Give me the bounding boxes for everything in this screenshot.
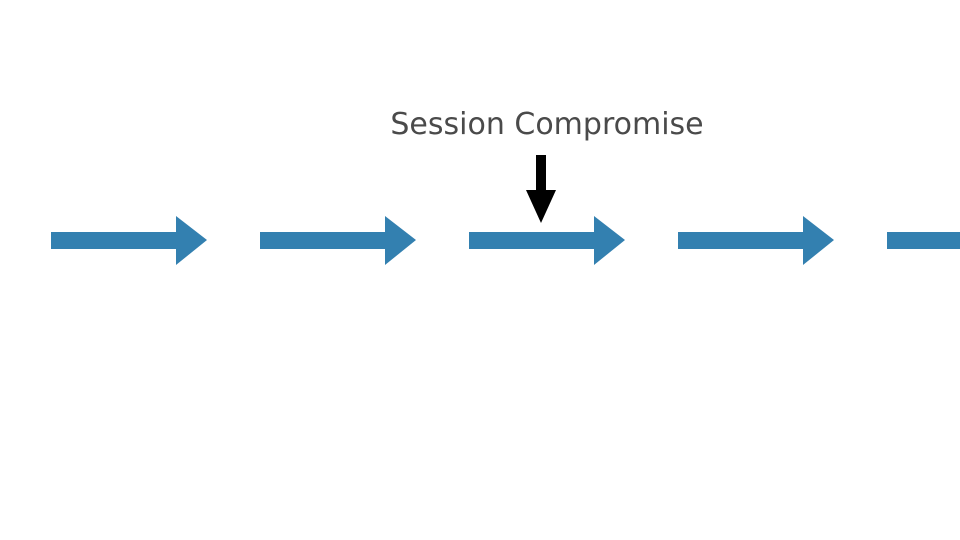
- timeline-arrows: [51, 216, 960, 265]
- right-arrow-icon: [469, 216, 625, 265]
- right-arrow-icon: [260, 216, 416, 265]
- right-arrow-icon: [887, 232, 960, 249]
- right-arrow-icon: [678, 216, 834, 265]
- down-arrow-icon: [526, 155, 556, 223]
- right-arrow-icon: [51, 216, 207, 265]
- session-compromise-label: Session Compromise: [390, 107, 704, 142]
